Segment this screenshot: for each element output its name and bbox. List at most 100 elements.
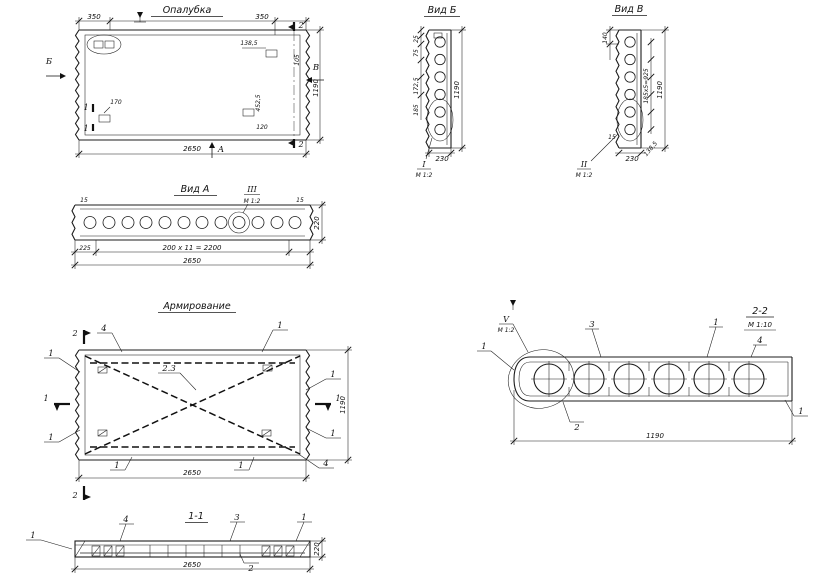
dim-label: 15 xyxy=(608,134,616,141)
dim-label: 1190 xyxy=(339,396,347,414)
dim-label: 452,5 xyxy=(255,94,262,111)
embedded-part-top-right xyxy=(242,47,278,58)
section-1-1: 1-1 1 4 3 1 xyxy=(26,511,326,574)
view-letter-b: Б xyxy=(45,57,53,67)
view-title-a: Вид А xyxy=(181,184,210,195)
dim-label: 200 х 11 = 2200 xyxy=(163,244,223,252)
stirrup-group-right xyxy=(261,545,295,557)
stirrup-group-left xyxy=(91,545,125,557)
pos-label-1: 1 xyxy=(114,461,119,471)
dim-label: 225 xyxy=(79,245,91,252)
view-title-v: Вид В xyxy=(615,4,644,15)
dim-label: 1190 xyxy=(656,81,664,99)
pos-label-1: 1 xyxy=(330,429,335,439)
pos-label-1: 1 xyxy=(277,321,282,331)
view-a: Вид А III М 1:2 15 15 220 xyxy=(71,184,326,269)
pos-label-3: 3 xyxy=(234,513,239,523)
dim-label: 15 xyxy=(80,197,88,204)
detail-scale: М 1:2 xyxy=(498,327,515,334)
view-title-formwork: Опалубка xyxy=(163,5,212,16)
cut-mark-2: 2 xyxy=(297,140,303,149)
dim-label: 230 xyxy=(625,155,639,163)
dim-label: 2650 xyxy=(183,257,201,265)
dim-label: 2650 xyxy=(183,469,201,477)
pos-label-4: 4 xyxy=(322,459,328,469)
dim-label: 15 xyxy=(296,197,304,204)
stirrup-group-middle xyxy=(149,545,241,557)
section-title-2-2: 2-2 xyxy=(752,306,768,317)
dim-label: 170 xyxy=(110,99,122,106)
dim-label: 138,5 xyxy=(240,40,257,47)
cut-mark-2: 2 xyxy=(71,329,77,338)
embedded-part-bottom-right xyxy=(242,108,255,117)
hollow-cores xyxy=(531,361,767,397)
view-arrow-v-icon xyxy=(306,77,312,83)
dim-label: 25 xyxy=(413,35,420,43)
dim-label: 172,5 xyxy=(413,77,420,94)
dim-label: 140 xyxy=(602,32,609,44)
pos-label-1: 1 xyxy=(713,318,718,328)
dim-label: 2650 xyxy=(183,145,201,153)
dim-label: 220 xyxy=(313,216,321,230)
view-reinforcement: Армирование 4 1 1 2.3 1 1 1 xyxy=(43,301,352,500)
dim-label: 1190 xyxy=(312,79,320,97)
dim-label: 220 xyxy=(313,542,321,556)
pos-label-1: 1 xyxy=(330,370,335,380)
pos-label-4: 4 xyxy=(122,515,128,525)
pos-label-2: 2 xyxy=(573,423,579,433)
pos-label-1: 1 xyxy=(798,407,803,417)
pos-label-1: 1 xyxy=(481,342,486,352)
pos-label-1: 1 xyxy=(48,349,53,359)
dim-label: 185 xyxy=(413,104,420,116)
detail-marker-I: I xyxy=(421,160,426,169)
dim-label: 1190 xyxy=(646,432,664,440)
dim-label: 350 xyxy=(255,13,269,21)
pos-label-2-3: 2.3 xyxy=(161,364,176,374)
embedded-part-top-left xyxy=(86,34,122,55)
view-arrow-b-icon xyxy=(60,73,66,79)
dim-label: 75 xyxy=(413,49,420,57)
hole-row xyxy=(83,216,302,229)
level-mark-icon xyxy=(134,12,146,23)
dim-label: 138,5 xyxy=(643,140,660,158)
cut-mark-1: 1 xyxy=(83,124,88,133)
cut-mark-1: 1 xyxy=(83,103,88,112)
dim-label: 185х5=925 xyxy=(643,68,650,103)
view-letter-a: А xyxy=(217,145,224,155)
dim-label: 350 xyxy=(87,13,101,21)
cut-mark-2: 2 xyxy=(297,21,303,30)
detail-scale: М 1:2 xyxy=(576,172,593,179)
section-2-2: 2-2 М 1:10 xyxy=(477,300,808,445)
pos-label-4: 4 xyxy=(100,324,106,334)
section-scale: М 1:10 xyxy=(748,321,773,329)
detail-marker-III: III xyxy=(246,185,257,194)
pos-label-1: 1 xyxy=(301,513,306,523)
detail-marker-II: II xyxy=(580,160,588,169)
dim-label: 120 xyxy=(256,124,268,131)
cut-mark-2: 2 xyxy=(71,491,77,500)
dim-label: 230 xyxy=(435,155,449,163)
detail-marker-V: V xyxy=(503,315,510,324)
pos-label-1: 1 xyxy=(238,461,243,471)
view-title-b: Вид Б xyxy=(428,5,457,16)
detail-scale: М 1:2 xyxy=(416,172,433,179)
pos-label-1: 1 xyxy=(30,531,35,541)
dim-label: 105 xyxy=(294,54,301,66)
view-arrow-a-icon xyxy=(209,142,215,148)
detail-scale: М 1:2 xyxy=(244,198,261,205)
mesh-anchor xyxy=(97,364,273,437)
web-bars xyxy=(568,362,730,396)
cut-mark-1: 1 xyxy=(335,394,340,403)
pos-label-1: 1 xyxy=(48,433,53,443)
dim-label: 1190 xyxy=(453,81,461,99)
view-formwork: Опалубка 138,5 105 170 452,5 120 xyxy=(45,5,324,158)
pos-label-3: 3 xyxy=(589,320,594,330)
level-mark-icon xyxy=(510,300,516,310)
view-letter-v: В xyxy=(312,63,319,73)
view-v: Вид В 140 15 185х5=925 1190 xyxy=(576,4,669,179)
pos-label-4: 4 xyxy=(756,336,762,346)
view-b: Вид Б 25 75 172,5 185 1190 230 xyxy=(413,5,466,179)
embedded-part-bottom-left xyxy=(98,106,111,123)
